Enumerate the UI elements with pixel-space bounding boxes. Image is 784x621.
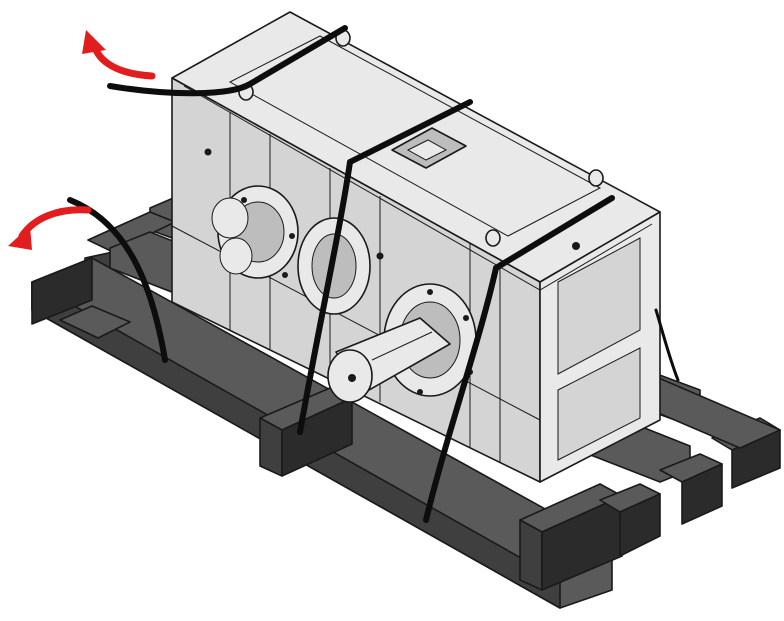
pallet-plank — [519, 519, 543, 591]
end-cover-plate-lower — [557, 347, 641, 461]
bolt — [376, 252, 384, 260]
red-curved-arrow-icon — [82, 30, 156, 80]
upper-housing-cover — [228, 35, 602, 237]
end-cover-plate — [557, 237, 641, 375]
strap — [423, 265, 499, 523]
bearing-cover-side — [219, 237, 253, 275]
straps — [67, 25, 680, 523]
bolt — [241, 197, 247, 203]
strap — [493, 195, 615, 271]
shaft-keyway — [371, 331, 433, 361]
strap — [347, 99, 473, 165]
nameplate-inner — [406, 139, 448, 161]
bolt — [282, 272, 288, 278]
pallet-block — [31, 257, 93, 325]
bolt — [427, 289, 433, 295]
bolt — [204, 148, 212, 156]
bolt — [417, 389, 423, 395]
red-curved-arrow-icon — [8, 206, 92, 250]
pallet-block — [681, 463, 723, 525]
pallet-block — [59, 305, 131, 339]
pallet-block — [619, 493, 661, 557]
bolt — [463, 315, 469, 321]
bearing-cover-side — [211, 197, 249, 239]
strap — [654, 308, 680, 382]
bolt — [572, 242, 580, 250]
strap — [297, 159, 353, 435]
strap — [107, 25, 348, 97]
gearbox-unit — [171, 11, 661, 483]
top-flange-line — [183, 85, 653, 291]
pallet-plank — [281, 397, 353, 477]
output-shaft — [327, 317, 451, 403]
pallet-plank — [541, 495, 623, 591]
shaft-center-hole — [348, 374, 356, 382]
bolt — [289, 233, 295, 239]
